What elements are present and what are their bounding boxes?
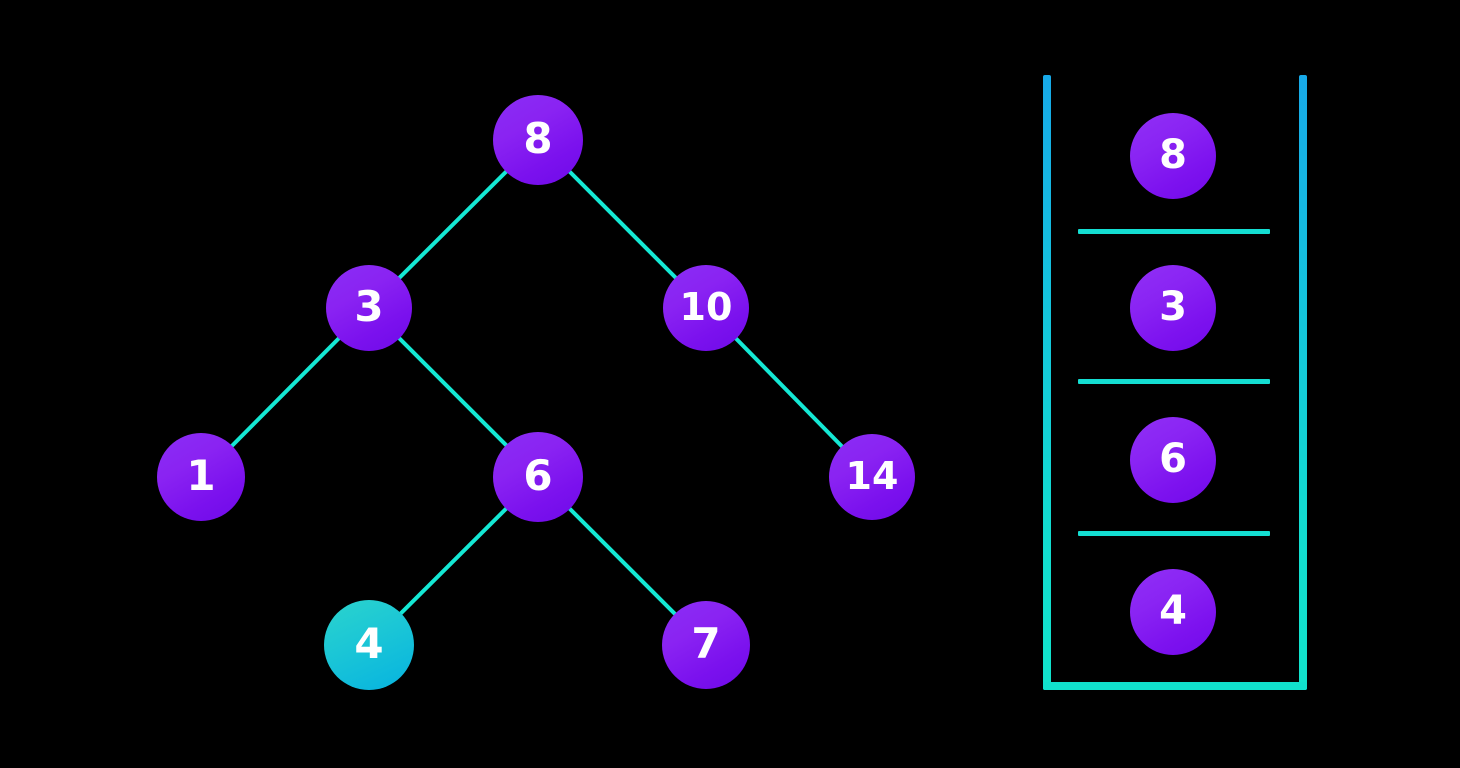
stack-separator-3 bbox=[1078, 531, 1270, 536]
stack-rail-left bbox=[1043, 75, 1051, 690]
tree-node-label: 1 bbox=[186, 451, 216, 500]
stack-item-label: 3 bbox=[1159, 284, 1187, 330]
tree-node-label: 3 bbox=[354, 282, 384, 331]
tree-node-10[interactable]: 10 bbox=[663, 265, 749, 351]
tree-node-label: 4 bbox=[354, 619, 384, 668]
stack-item-label: 6 bbox=[1159, 436, 1187, 482]
tree-node-4[interactable]: 4 bbox=[324, 600, 414, 690]
tree-node-1[interactable]: 1 bbox=[157, 433, 245, 521]
tree-node-label: 6 bbox=[523, 451, 553, 500]
stack-item-8[interactable]: 8 bbox=[1130, 113, 1216, 199]
edges-group bbox=[199, 138, 874, 647]
stack-item-label: 8 bbox=[1159, 132, 1187, 178]
stack-separator-2 bbox=[1078, 379, 1270, 384]
stack-item-4[interactable]: 4 bbox=[1130, 569, 1216, 655]
stack-rail-bottom bbox=[1043, 682, 1307, 690]
tree-node-8[interactable]: 8 bbox=[493, 95, 583, 185]
stack-item-label: 4 bbox=[1159, 588, 1187, 634]
tree-node-label: 10 bbox=[679, 285, 733, 329]
tree-node-3[interactable]: 3 bbox=[326, 265, 412, 351]
tree-node-7[interactable]: 7 bbox=[662, 601, 750, 689]
tree-node-label: 8 bbox=[523, 114, 553, 163]
tree-node-label: 14 bbox=[845, 454, 899, 498]
tree-node-6[interactable]: 6 bbox=[493, 432, 583, 522]
stack-item-6[interactable]: 6 bbox=[1130, 417, 1216, 503]
tree-node-14[interactable]: 14 bbox=[829, 434, 915, 520]
stack-rail-right bbox=[1299, 75, 1307, 690]
stack-item-3[interactable]: 3 bbox=[1130, 265, 1216, 351]
tree-node-label: 7 bbox=[691, 619, 721, 668]
stack-separator-1 bbox=[1078, 229, 1270, 234]
